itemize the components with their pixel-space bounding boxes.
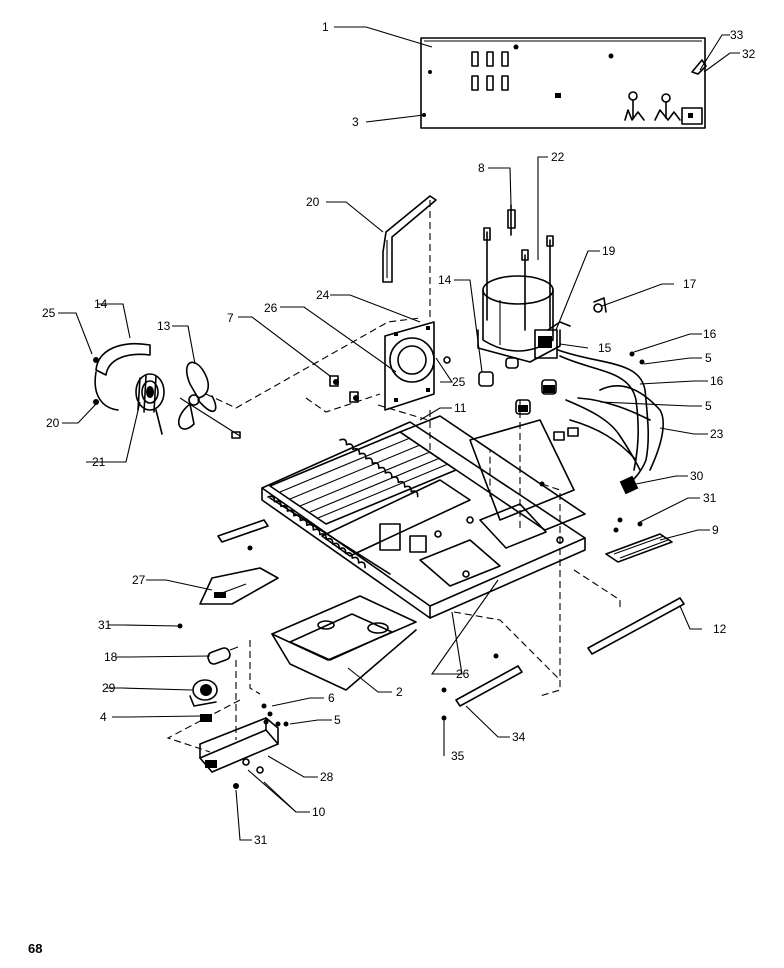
compressor-part bbox=[477, 204, 571, 415]
callout-label: 27 bbox=[132, 573, 146, 587]
drain-pan-part-2 bbox=[271, 595, 417, 691]
callout-label: 33 bbox=[730, 28, 744, 42]
callout-label: 26 bbox=[456, 667, 470, 681]
control-panel-part bbox=[420, 37, 707, 129]
callout-label: 29 bbox=[102, 681, 116, 695]
callout-label: 6 bbox=[328, 691, 335, 705]
callout-label: 12 bbox=[713, 622, 727, 636]
callout-label: 10 bbox=[312, 805, 326, 819]
callout-label: 23 bbox=[710, 427, 724, 441]
callout-label: 17 bbox=[683, 277, 697, 291]
callout-label: 15 bbox=[598, 341, 612, 355]
callout-label: 14 bbox=[94, 297, 108, 311]
callout-label: 5 bbox=[705, 351, 712, 365]
plate-part-27 bbox=[199, 567, 279, 605]
callout-label: 18 bbox=[104, 650, 118, 664]
callout-label: 32 bbox=[742, 47, 756, 61]
bracket-part-20 bbox=[382, 195, 437, 283]
callout-label: 1 bbox=[322, 20, 329, 34]
callout-label: 19 bbox=[602, 244, 616, 258]
callout-label: 31 bbox=[254, 833, 268, 847]
callout-label: 5 bbox=[705, 399, 712, 413]
callout-label: 34 bbox=[512, 730, 526, 744]
leader-lines bbox=[58, 26, 740, 841]
callout-label: 13 bbox=[157, 319, 171, 333]
bracket-part-28 bbox=[199, 717, 279, 789]
callout-label: 16 bbox=[710, 374, 724, 388]
part-18-capacitor bbox=[207, 646, 239, 665]
callout-label: 30 bbox=[690, 469, 704, 483]
callout-label: 24 bbox=[316, 288, 330, 302]
callout-label: 25 bbox=[42, 306, 56, 320]
small-fasteners bbox=[177, 351, 645, 727]
callout-label: 9 bbox=[712, 523, 719, 537]
callout-label: 5 bbox=[334, 713, 341, 727]
bracket-part-9 bbox=[605, 521, 673, 563]
callout-label: 21 bbox=[92, 455, 106, 469]
callout-label: 14 bbox=[438, 273, 452, 287]
part-29-motor bbox=[189, 679, 218, 707]
callout-label: 16 bbox=[703, 327, 717, 341]
callout-label: 22 bbox=[551, 150, 565, 164]
assembly-lines bbox=[166, 200, 621, 753]
fan-shroud-part-24 bbox=[384, 321, 451, 411]
callout-label: 31 bbox=[98, 618, 112, 632]
callout-label: 2 bbox=[396, 685, 403, 699]
base-pan-part-11 bbox=[261, 415, 586, 619]
callout-label: 11 bbox=[454, 401, 467, 415]
callout-label: 8 bbox=[478, 161, 485, 175]
bar-left bbox=[217, 519, 269, 551]
callout-label: 4 bbox=[100, 710, 107, 724]
condenser-fan-assembly bbox=[93, 343, 241, 439]
callout-label: 25 bbox=[452, 375, 466, 389]
callout-label: 28 bbox=[320, 770, 334, 784]
callout-label: 31 bbox=[703, 491, 717, 505]
callout-label: 20 bbox=[306, 195, 320, 209]
page-number: 68 bbox=[28, 941, 42, 956]
callout-label: 26 bbox=[264, 301, 278, 315]
callout-label: 7 bbox=[227, 311, 234, 325]
wiring-harness bbox=[553, 297, 664, 495]
rod-part-12 bbox=[587, 597, 685, 655]
callout-labels: 1333328222014191725141372624151651652320… bbox=[42, 20, 756, 847]
rod-part-34 bbox=[441, 653, 523, 721]
callout-label: 20 bbox=[46, 416, 60, 430]
callout-label: 3 bbox=[352, 115, 359, 129]
callout-label: 35 bbox=[451, 749, 465, 763]
